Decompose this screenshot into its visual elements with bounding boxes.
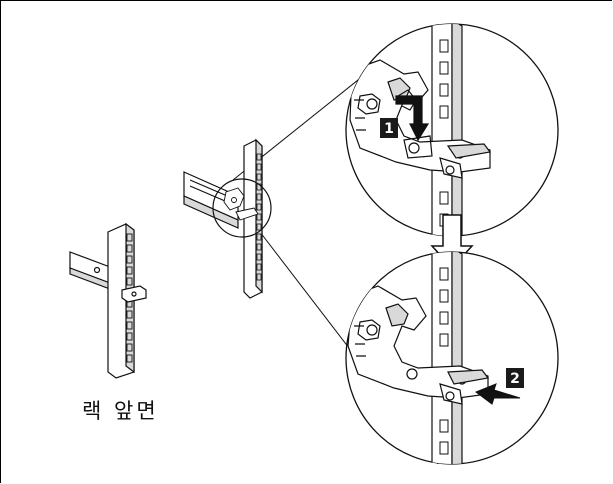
callout-1-label: 1 [384,121,394,137]
callout-1-badge [380,118,398,138]
detail-circle-step2: 2 [345,251,559,465]
callout-2-badge [506,368,524,388]
front-rack-post [183,138,272,299]
callout-2-label: 2 [510,371,520,387]
push-arrow [474,383,521,405]
rear-rack-post [69,222,147,379]
detail-circle-step1: 1 [345,23,559,237]
rack-front-caption: 랙 앞면 [82,399,159,423]
